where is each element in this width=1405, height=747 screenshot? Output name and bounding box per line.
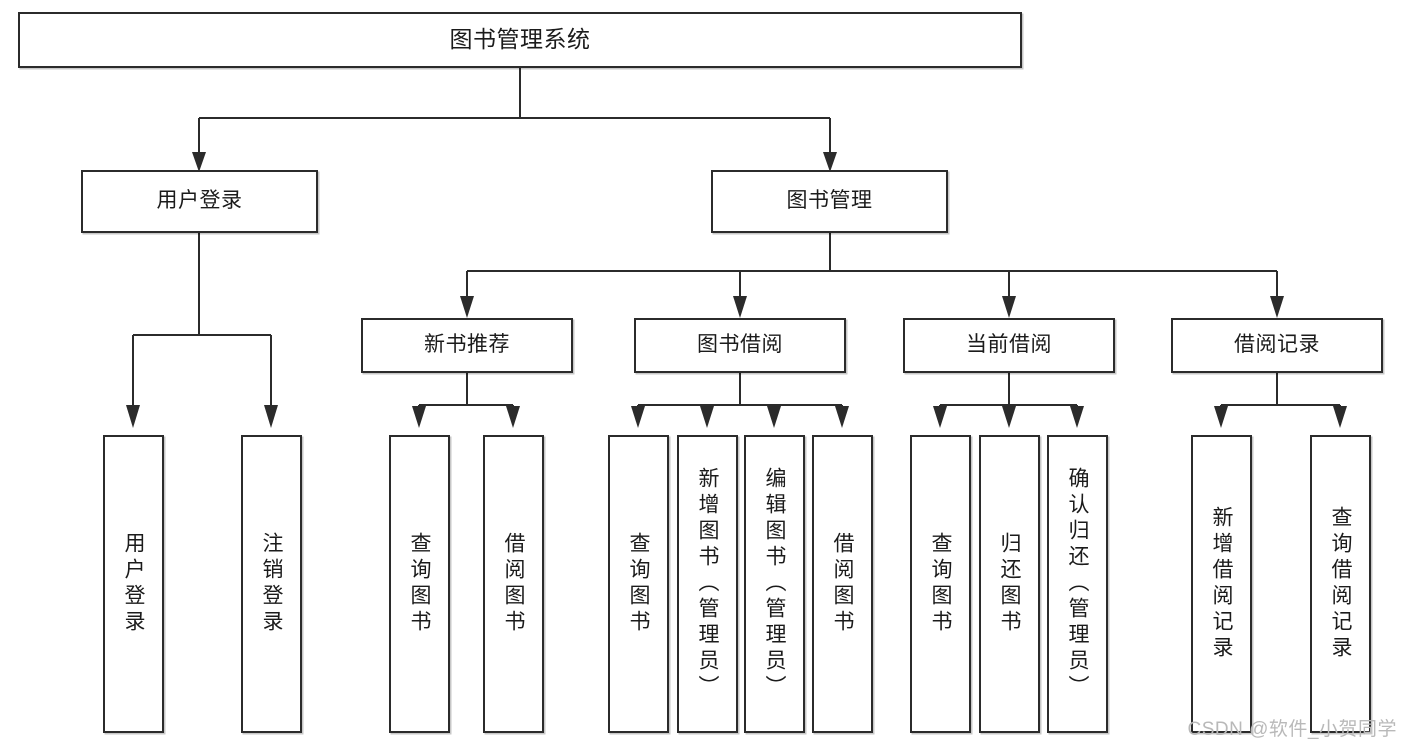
leaf-bookborrow-borrow-book[interactable]: 借阅图书 bbox=[812, 435, 873, 733]
arrowhead-bookborrow-leaf-4 bbox=[835, 406, 849, 428]
leaf-currentborrow-confirm-return[interactable]: 确认归还（管理员） bbox=[1047, 435, 1108, 733]
node-user-login[interactable]: 用户登录 bbox=[81, 170, 318, 233]
arrowhead-newbook-leaf-1 bbox=[412, 406, 426, 428]
leaf-bookborrow-borrow-book-label: 借阅图书 bbox=[831, 532, 854, 636]
leaf-logout-label: 注销登录 bbox=[260, 532, 283, 636]
arrowhead-currentborrow-leaf-1 bbox=[933, 406, 947, 428]
arrowhead-bookborrow-leaf-2 bbox=[700, 406, 714, 428]
node-current-borrow-label: 当前借阅 bbox=[966, 333, 1052, 357]
arrowhead-book-borrow bbox=[733, 296, 747, 318]
arrowhead-bookborrow-leaf-1 bbox=[631, 406, 645, 428]
leaf-user-login[interactable]: 用户登录 bbox=[103, 435, 164, 733]
leaf-borrowrecord-query-record-label: 查询借阅记录 bbox=[1329, 506, 1352, 662]
node-root-label: 图书管理系统 bbox=[449, 26, 591, 53]
leaf-bookborrow-edit-book[interactable]: 编辑图书（管理员） bbox=[744, 435, 805, 733]
node-current-borrow[interactable]: 当前借阅 bbox=[903, 318, 1115, 373]
arrowhead-leaf-logout bbox=[264, 405, 278, 428]
leaf-currentborrow-query-book-label: 查询图书 bbox=[929, 532, 952, 636]
arrowhead-user-login bbox=[192, 152, 206, 172]
leaf-newbook-borrow-book-label: 借阅图书 bbox=[502, 532, 525, 636]
leaf-bookborrow-add-book[interactable]: 新增图书（管理员） bbox=[677, 435, 738, 733]
leaf-borrowrecord-add-record-label: 新增借阅记录 bbox=[1210, 506, 1233, 662]
leaf-bookborrow-edit-book-label: 编辑图书（管理员） bbox=[763, 467, 786, 701]
arrowhead-bookborrow-leaf-3 bbox=[767, 406, 781, 428]
arrowhead-borrowrecord-leaf-1 bbox=[1214, 406, 1228, 428]
arrowhead-borrow-record bbox=[1270, 296, 1284, 318]
arrowhead-new-book bbox=[460, 296, 474, 318]
leaf-currentborrow-confirm-return-label: 确认归还（管理员） bbox=[1066, 467, 1089, 701]
leaf-borrowrecord-query-record[interactable]: 查询借阅记录 bbox=[1310, 435, 1371, 733]
node-book-management-label: 图书管理 bbox=[786, 189, 873, 213]
arrowhead-currentborrow-leaf-3 bbox=[1070, 406, 1084, 428]
leaf-logout[interactable]: 注销登录 bbox=[241, 435, 302, 733]
node-borrow-record-label: 借阅记录 bbox=[1234, 333, 1320, 357]
leaf-newbook-borrow-book[interactable]: 借阅图书 bbox=[483, 435, 544, 733]
node-root[interactable]: 图书管理系统 bbox=[18, 12, 1022, 68]
leaf-currentborrow-return-book[interactable]: 归还图书 bbox=[979, 435, 1040, 733]
node-book-borrow[interactable]: 图书借阅 bbox=[634, 318, 846, 373]
node-borrow-record[interactable]: 借阅记录 bbox=[1171, 318, 1383, 373]
csdn-watermark: CSDN @软件_小贺同学 bbox=[1187, 719, 1397, 740]
node-book-management[interactable]: 图书管理 bbox=[711, 170, 948, 233]
leaf-bookborrow-query-book-label: 查询图书 bbox=[627, 532, 650, 636]
leaf-currentborrow-query-book[interactable]: 查询图书 bbox=[910, 435, 971, 733]
arrowhead-book-manage bbox=[823, 152, 837, 172]
leaf-bookborrow-add-book-label: 新增图书（管理员） bbox=[696, 467, 719, 701]
leaf-currentborrow-return-book-label: 归还图书 bbox=[998, 532, 1021, 636]
leaf-newbook-query-book-label: 查询图书 bbox=[408, 532, 431, 636]
arrowhead-currentborrow-leaf-2 bbox=[1002, 406, 1016, 428]
arrowhead-newbook-leaf-2 bbox=[506, 406, 520, 428]
arrowhead-borrowrecord-leaf-2 bbox=[1333, 406, 1347, 428]
leaf-newbook-query-book[interactable]: 查询图书 bbox=[389, 435, 450, 733]
node-book-borrow-label: 图书借阅 bbox=[697, 333, 783, 357]
arrowhead-current-borrow bbox=[1002, 296, 1016, 318]
leaf-user-login-label: 用户登录 bbox=[122, 532, 145, 636]
leaf-borrowrecord-add-record[interactable]: 新增借阅记录 bbox=[1191, 435, 1252, 733]
leaf-bookborrow-query-book[interactable]: 查询图书 bbox=[608, 435, 669, 733]
node-new-book-recommend[interactable]: 新书推荐 bbox=[361, 318, 573, 373]
node-new-book-recommend-label: 新书推荐 bbox=[424, 333, 510, 357]
arrowhead-leaf-user-login bbox=[126, 405, 140, 428]
node-user-login-label: 用户登录 bbox=[156, 189, 243, 213]
